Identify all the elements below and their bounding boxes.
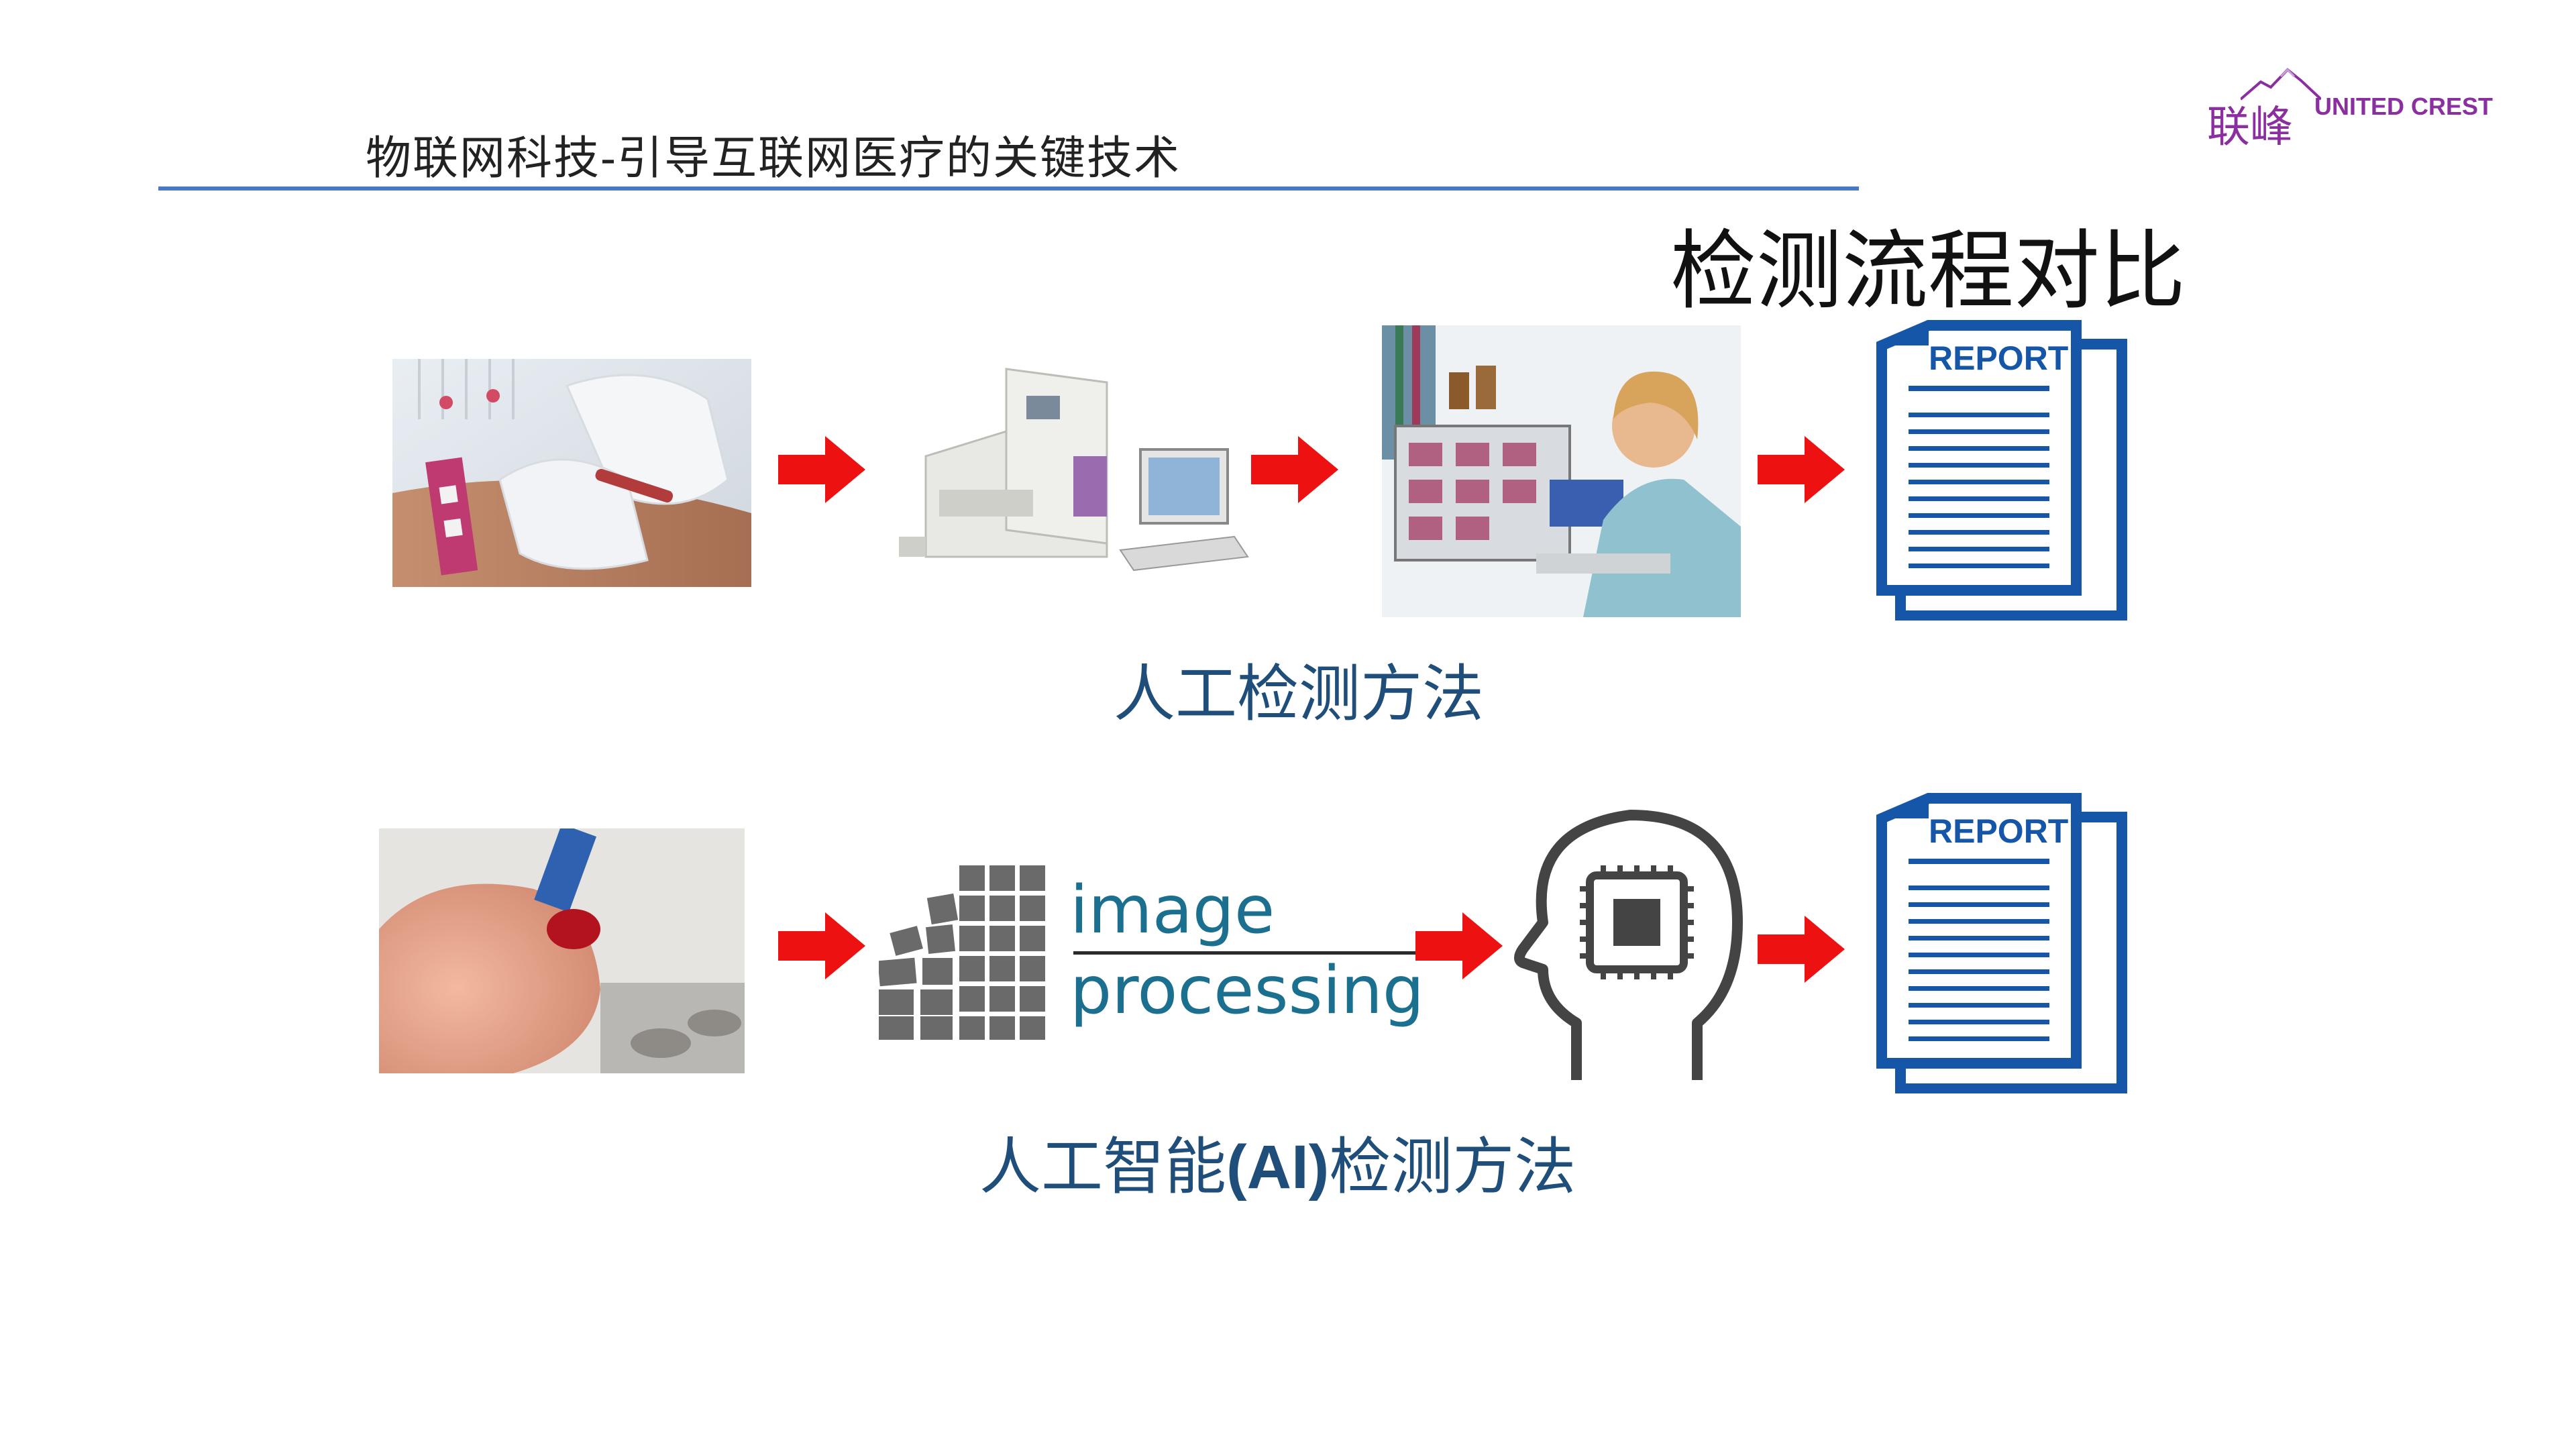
mountain-icon xyxy=(2241,68,2321,101)
blood-draw-photo xyxy=(392,359,751,587)
logo-english-text: UNITED CREST xyxy=(2314,93,2493,120)
company-logo: 联峰 UNITED CREST xyxy=(2207,67,2502,152)
report-icon: REPORT xyxy=(1875,792,2130,1094)
manual-method-caption: 人工检测方法 xyxy=(1114,658,1485,730)
ai-method-caption: 人工智能(AI)检测方法 xyxy=(979,1117,1576,1206)
ai-head-chip-icon xyxy=(1514,810,1743,1080)
main-title: 检测流程对比 xyxy=(1670,221,2186,321)
image-processing-word-image: image xyxy=(1070,872,1275,949)
report-label: REPORT xyxy=(1929,339,2069,377)
arrow-right-icon xyxy=(1415,912,1503,979)
image-processing-divider xyxy=(1073,951,1456,955)
ai-caption-abbrev: (AI) xyxy=(1226,1133,1330,1201)
arrow-right-icon xyxy=(778,436,865,503)
arrow-right-icon xyxy=(1758,916,1845,983)
header-divider xyxy=(158,186,1859,191)
image-processing-graphic: image processing xyxy=(879,865,1469,1053)
lab-technician-photo xyxy=(1382,325,1741,617)
arrow-right-icon xyxy=(778,912,865,979)
logo-chinese-text: 联峰 xyxy=(2207,103,2293,152)
arrow-right-icon xyxy=(1251,436,1338,503)
ai-caption-prefix: 人工智能 xyxy=(979,1131,1227,1203)
report-label: REPORT xyxy=(1929,812,2069,850)
report-icon: REPORT xyxy=(1875,319,2130,621)
ai-caption-suffix: 检测方法 xyxy=(1329,1131,1576,1203)
header-title: 物联网科技-引导互联网医疗的关键技术 xyxy=(366,132,1181,185)
analyzer-machine-photo xyxy=(885,356,1258,584)
image-processing-word-processing: processing xyxy=(1070,953,1425,1029)
distorted-grid-icon xyxy=(879,865,1045,1040)
finger-prick-photo xyxy=(379,828,745,1073)
arrow-right-icon xyxy=(1758,436,1845,503)
